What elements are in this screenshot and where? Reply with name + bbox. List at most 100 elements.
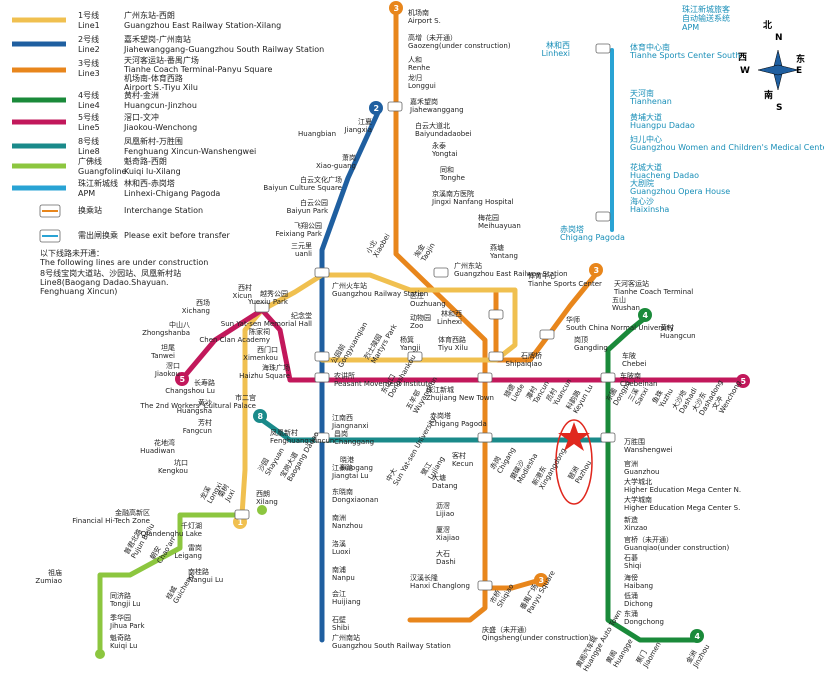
interchange-tiyuxilu[interactable] xyxy=(488,351,504,362)
interchange-gongyuanqian[interactable] xyxy=(314,351,330,362)
line2-terminus-north[interactable] xyxy=(369,101,383,115)
interchange-gz-rail[interactable] xyxy=(314,267,330,278)
station-huangbian[interactable]: Huangbian xyxy=(298,130,336,138)
guangfo-terminus-south[interactable] xyxy=(95,649,105,659)
station-gaozeng[interactable]: 高增（未开通）Gaozeng(under construction) xyxy=(408,33,511,50)
line4-terminus-north[interactable] xyxy=(638,308,652,322)
interchange-yangji[interactable] xyxy=(407,351,423,362)
line4-terminus-south[interactable] xyxy=(690,629,704,643)
interchange-hanxi[interactable] xyxy=(477,580,493,591)
guangfo-terminus-xilang[interactable] xyxy=(257,505,267,515)
line5-terminus-west[interactable] xyxy=(175,372,189,386)
interchange-jiahewanggang[interactable] xyxy=(387,101,403,112)
interchange-linhexi[interactable] xyxy=(488,309,504,320)
interchange-gz-east[interactable] xyxy=(433,267,449,278)
interchange-kuiqi[interactable] xyxy=(234,509,250,520)
line8-path[interactable] xyxy=(259,417,611,443)
interchange-apm-chigang[interactable] xyxy=(595,211,611,222)
interchange-haizhu[interactable] xyxy=(314,372,330,383)
station-qingsheng[interactable]: 庆盛（未开通）Qingsheng(under construction) xyxy=(482,625,592,642)
line4-path[interactable] xyxy=(605,315,698,643)
line3-terminus-panyu[interactable] xyxy=(534,573,548,587)
line5-terminus-east[interactable] xyxy=(736,374,750,388)
red-star[interactable] xyxy=(558,422,590,451)
interchange-chebeinan[interactable] xyxy=(600,372,616,383)
line1-east-path[interactable] xyxy=(319,287,518,363)
interchange-xicun[interactable] xyxy=(254,302,270,313)
interchange-apm-linhexi[interactable] xyxy=(595,43,611,54)
